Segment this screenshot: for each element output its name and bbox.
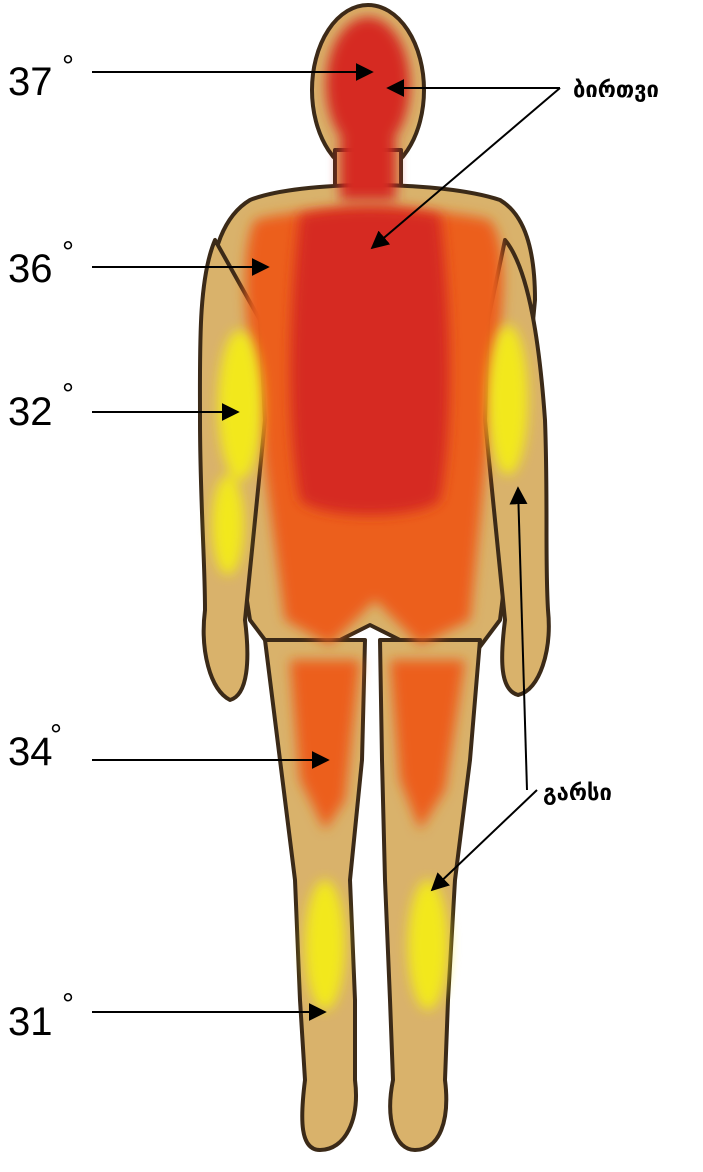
degree-sign: ° [62, 236, 74, 269]
degree-sign: ° [62, 50, 74, 83]
degree-sign: ° [50, 719, 62, 752]
degree-sign: ° [62, 988, 74, 1021]
degree-sign: ° [62, 378, 74, 411]
shell-label: გარსი [543, 781, 612, 806]
temperature-label-31: 31 ° [8, 988, 325, 1044]
temp-value-31: 31 [8, 1000, 53, 1044]
human-figure [200, 5, 549, 1150]
temp-value-37: 37 [8, 60, 53, 104]
temp-value-36: 36 [8, 247, 53, 291]
core-label: ბირთვი [573, 78, 659, 103]
temp-value-34: 34 [8, 730, 53, 774]
temp-value-32: 32 [8, 390, 53, 434]
